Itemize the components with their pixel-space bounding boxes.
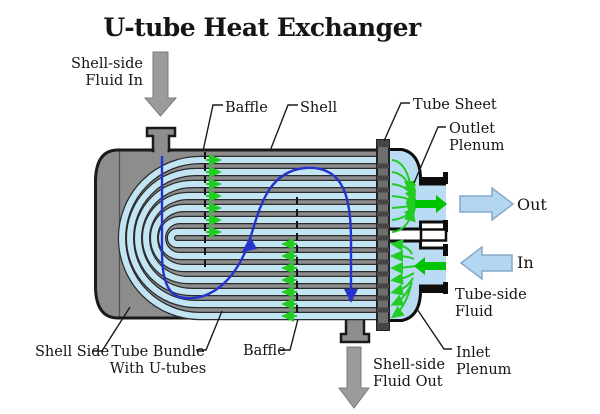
- inlet-plenum-flow-arrows: [390, 239, 446, 319]
- pass-partition-notch: [419, 228, 448, 242]
- label-shell-side-fluid-in-1: Shell-side: [71, 56, 143, 72]
- label-tube-bundle-2: With U-tubes: [110, 361, 206, 377]
- label-tube-side-fluid-2: Fluid: [455, 304, 493, 320]
- outlet-plenum-flow-arrows: [391, 159, 447, 233]
- shell-fluid-out-arrow: [338, 346, 370, 409]
- page-title: U-tube Heat Exchanger: [103, 13, 422, 42]
- in-block-arrow: [459, 245, 513, 281]
- label-shell: Shell: [300, 100, 337, 116]
- label-out: Out: [517, 195, 547, 214]
- flow-arrowhead-down: [344, 289, 358, 303]
- label-baffle-top: Baffle: [225, 100, 268, 116]
- outlet-thick-arrow: [415, 195, 447, 213]
- label-outlet-plenum-2: Plenum: [449, 138, 505, 154]
- inlet-thick-arrow: [414, 257, 446, 275]
- tube-flow-arrows-bottom: [281, 238, 297, 322]
- out-block-arrow: [459, 186, 515, 222]
- shell-flow-path: [160, 156, 358, 303]
- label-in: In: [517, 253, 534, 272]
- inlet-plenum-shape: [388, 239, 448, 322]
- tube-bundle: [117, 155, 382, 321]
- leader-lines: [92, 102, 452, 352]
- tube-sheet-shape: [376, 139, 390, 331]
- label-shell-side-fluid-out-1: Shell-side: [373, 357, 445, 373]
- shell-inlet-nozzle: [145, 126, 177, 153]
- outlet-plenum-shape: [388, 148, 448, 232]
- tube-flow-arrows-top: [206, 154, 222, 238]
- label-inlet-plenum-1: Inlet: [456, 345, 490, 361]
- label-baffle-bottom: Baffle: [243, 343, 286, 359]
- label-tube-bundle-1: Tube Bundle: [111, 344, 204, 360]
- label-tube-side-fluid-1: Tube-side: [455, 287, 527, 303]
- label-outlet-plenum-1: Outlet: [449, 121, 495, 137]
- label-shell-side: Shell Side: [35, 344, 109, 360]
- label-inlet-plenum-2: Plenum: [456, 362, 512, 378]
- label-shell-side-fluid-in-2: Fluid In: [85, 73, 143, 89]
- shell-fluid-in-arrow: [143, 51, 178, 117]
- flow-arrowhead-up: [242, 236, 257, 252]
- label-shell-side-fluid-out-2: Fluid Out: [373, 374, 443, 390]
- label-tube-sheet: Tube Sheet: [413, 97, 497, 113]
